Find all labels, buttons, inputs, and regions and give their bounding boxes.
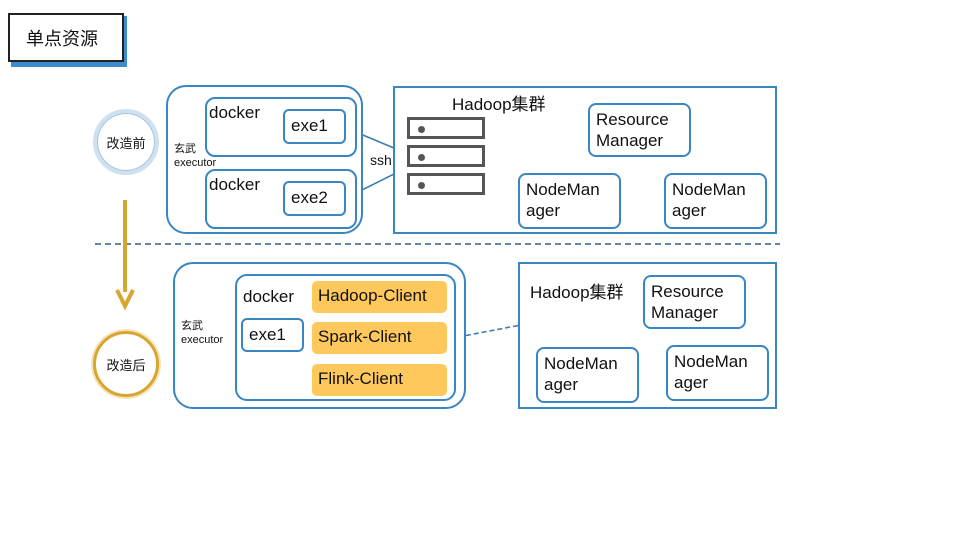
- resource-manager-before: Resource Manager: [588, 103, 691, 157]
- title-box: 单点资源: [8, 13, 124, 62]
- hadoop-cluster-before-title: Hadoop集群: [452, 95, 546, 114]
- docker-before-2-label: docker: [209, 175, 261, 194]
- hadoop-client-label: Hadoop-Client: [318, 286, 427, 305]
- exe1-before: exe1: [283, 109, 346, 144]
- stage-before-circle: 改造前: [93, 109, 159, 175]
- nm2-before-line1: NodeMan: [672, 180, 746, 199]
- exe2-before: exe2: [283, 181, 346, 216]
- node-manager-after-2: NodeMan ager: [666, 345, 769, 401]
- server-unit-2: [407, 145, 485, 167]
- nm1-after-line1: NodeMan: [544, 354, 618, 373]
- spark-client-label: Spark-Client: [318, 327, 412, 346]
- node-manager-after-1: NodeMan ager: [536, 347, 639, 403]
- exe1-after: exe1: [241, 318, 304, 352]
- flink-client-label: Flink-Client: [318, 369, 404, 388]
- hadoop-cluster-after-title: Hadoop集群: [530, 283, 624, 302]
- executor-before-name: 玄武: [174, 143, 196, 155]
- resource-manager-after: Resource Manager: [643, 275, 746, 329]
- spark-client: Spark-Client: [312, 322, 447, 354]
- ssh-label: ssh: [370, 152, 392, 168]
- server-unit-3: [407, 173, 485, 195]
- docker-after-label: docker: [243, 287, 295, 306]
- hadoop-client: Hadoop-Client: [312, 281, 447, 313]
- rm-before-line1: Resource: [596, 110, 669, 129]
- nm1-before-line1: NodeMan: [526, 180, 600, 199]
- executor-after-name: 玄武: [181, 320, 203, 332]
- page-title: 单点资源: [26, 28, 98, 49]
- rm-after-line1: Resource: [651, 282, 724, 301]
- node-manager-before-2: NodeMan ager: [664, 173, 767, 229]
- rm-before-line2: Manager: [596, 131, 664, 150]
- exe1-after-label: exe1: [249, 325, 286, 344]
- stage-after-circle: 改造后: [93, 331, 159, 397]
- node-manager-before-1: NodeMan ager: [518, 173, 621, 229]
- server-unit-1: [407, 117, 485, 139]
- exe2-before-label: exe2: [291, 188, 328, 207]
- stage-arrow-head: [115, 289, 135, 311]
- server-stack-icon: [407, 117, 487, 195]
- nm1-before-line2: ager: [526, 201, 561, 220]
- nm2-after-line1: NodeMan: [674, 352, 748, 371]
- flink-client: Flink-Client: [312, 364, 447, 396]
- stage-before-label: 改造前: [106, 135, 146, 151]
- executor-before-word: executor: [174, 157, 217, 169]
- nm2-before-line2: ager: [672, 201, 707, 220]
- nm2-after-line2: ager: [674, 373, 709, 392]
- nm1-after-line2: ager: [544, 375, 579, 394]
- docker-before-1-label: docker: [209, 103, 261, 122]
- stage-after-label: 改造后: [106, 357, 146, 373]
- executor-after-word: executor: [181, 334, 224, 346]
- rm-after-line2: Manager: [651, 303, 719, 322]
- exe1-before-label: exe1: [291, 116, 328, 135]
